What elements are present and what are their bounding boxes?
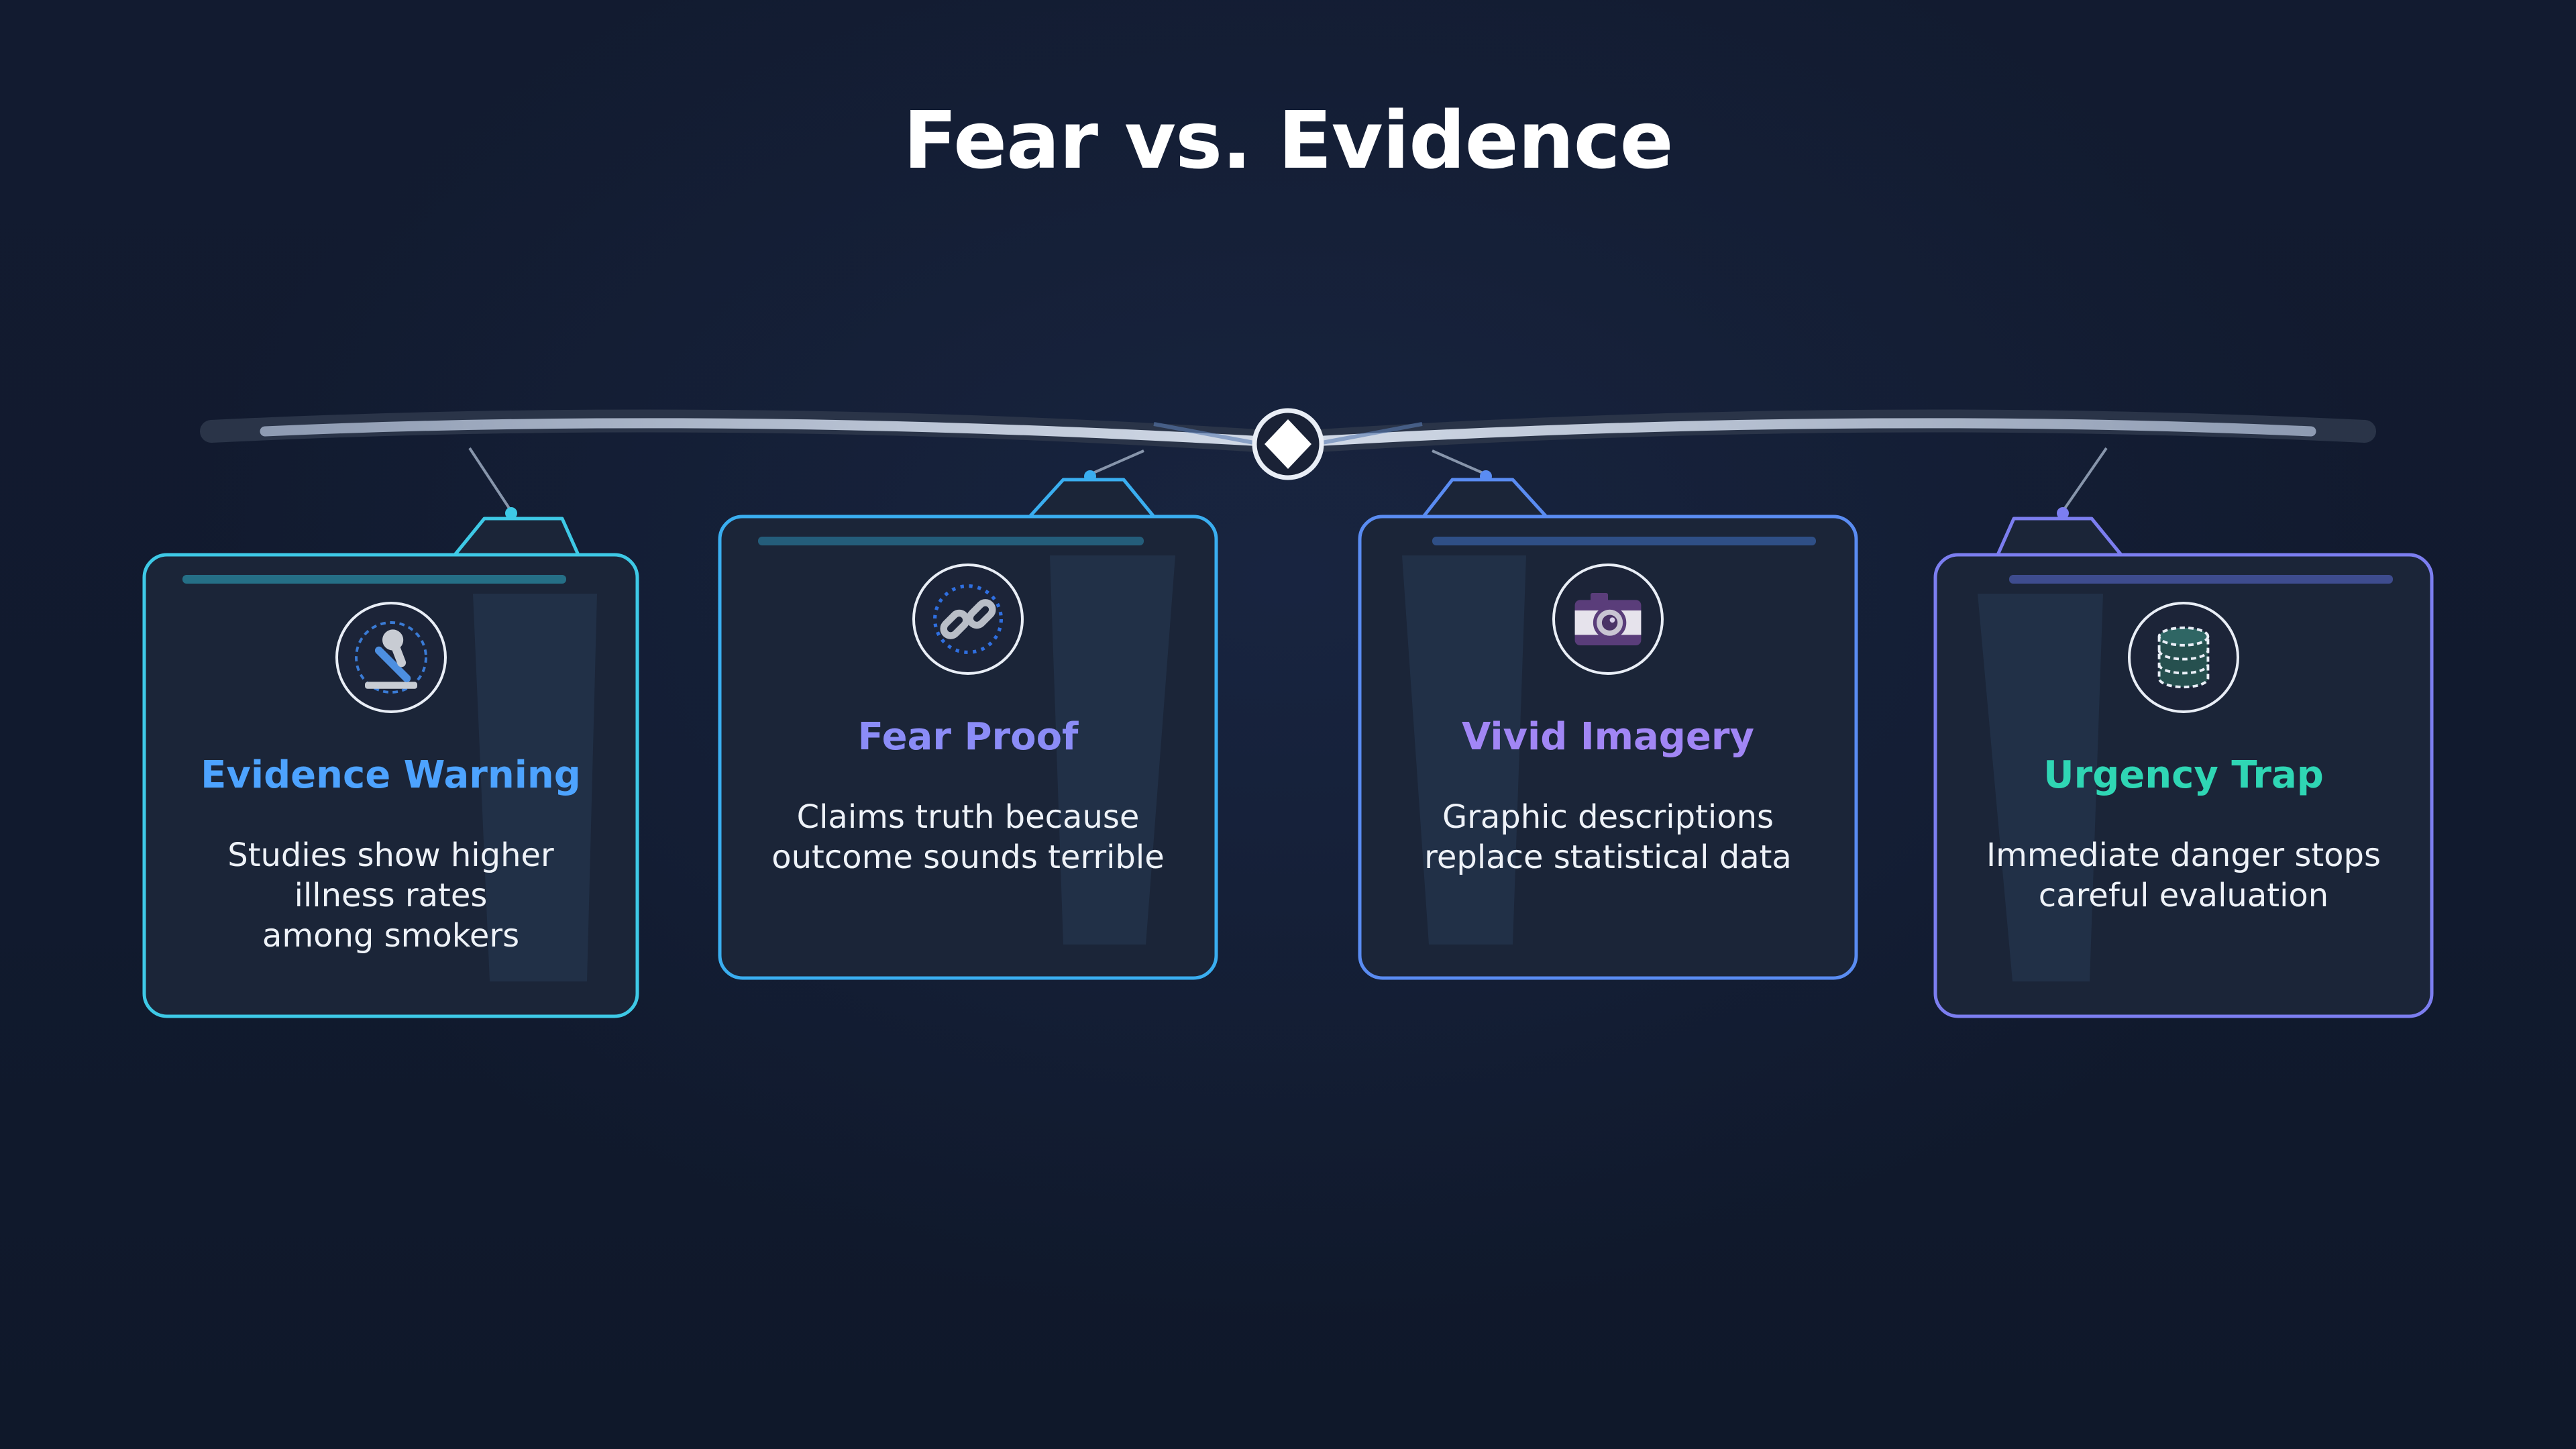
- microscope-icon: [335, 602, 447, 713]
- card-description: Graphic descriptions replace statistical…: [1424, 798, 1792, 876]
- card-fear-proof: Fear Proof Claims truth because outcome …: [720, 517, 1216, 978]
- database-icon: [2128, 602, 2239, 713]
- card-evidence-warning: Evidence Warning Studies show higher ill…: [144, 555, 637, 1016]
- card-description: Immediate danger stops careful evaluatio…: [1986, 837, 2381, 914]
- card-title: Urgency Trap: [2043, 753, 2324, 797]
- card-frame-fear-proof: [718, 478, 1218, 980]
- camera-icon: [1552, 564, 1664, 675]
- card-title: Evidence Warning: [201, 753, 581, 797]
- card-frame-urgency-trap: [1933, 517, 2434, 1018]
- card-frame-vivid-imagery: [1358, 478, 1858, 980]
- card-urgency-trap: Urgency Trap Immediate danger stops care…: [1935, 555, 2432, 1016]
- hanger-string: [1432, 449, 1487, 476]
- card-title: Vivid Imagery: [1462, 715, 1754, 759]
- card-description: Claims truth because outcome sounds terr…: [771, 798, 1165, 876]
- hanger-dot: [2057, 507, 2069, 519]
- card-vivid-imagery: Vivid Imagery Graphic descriptions repla…: [1360, 517, 1856, 978]
- card-title: Fear Proof: [857, 715, 1079, 759]
- page-title: Fear vs. Evidence: [903, 94, 1673, 186]
- broken-chain-icon: [912, 564, 1024, 675]
- hanger-string: [1089, 449, 1144, 476]
- pivot-diamond-icon: [1252, 408, 1324, 480]
- hanger-dot: [505, 507, 517, 519]
- hanger-string: [2061, 447, 2108, 513]
- card-frame-evidence-warning: [142, 517, 639, 1018]
- hanger-string: [468, 447, 513, 513]
- card-description: Studies show higher illness rates among …: [227, 837, 554, 955]
- beam-highlight: [1153, 422, 1423, 446]
